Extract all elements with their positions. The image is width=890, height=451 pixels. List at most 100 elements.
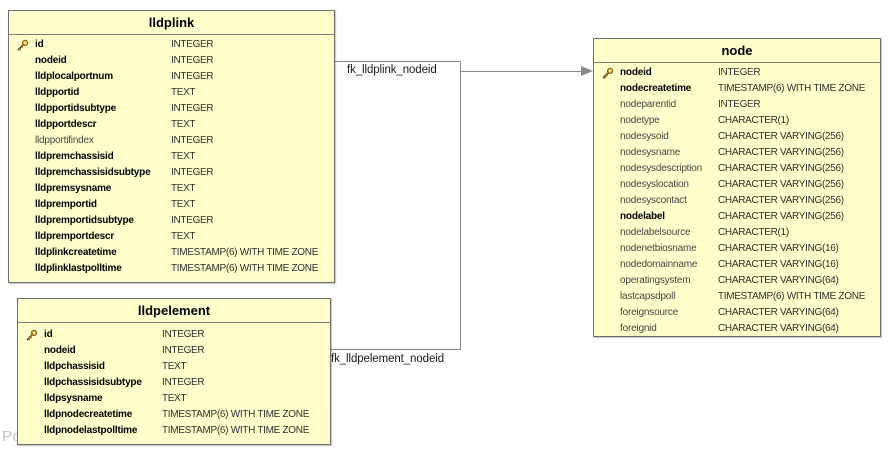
- column-type: TEXT: [162, 361, 187, 372]
- column-type: INTEGER: [171, 71, 214, 82]
- column-name: nodesyslocation: [620, 179, 689, 190]
- primary-key-icon: [25, 391, 44, 407]
- primary-key-icon: [16, 261, 35, 277]
- table-node[interactable]: node nodeid: [593, 38, 881, 337]
- column-name: lldpsysname: [44, 393, 103, 404]
- watermark-text: Po: [2, 428, 22, 445]
- column-type: CHARACTER VARYING(256): [718, 147, 844, 158]
- primary-key-icon: [16, 101, 35, 117]
- table-row: nodedomainname CHARACTER VARYING(16): [594, 257, 880, 273]
- fk-arrow-line-to-node: [461, 71, 583, 72]
- table-title: node: [594, 39, 880, 63]
- primary-key-icon: [601, 209, 620, 225]
- column-name: lldpportdescr: [35, 119, 97, 130]
- column-type: CHARACTER VARYING(256): [718, 131, 844, 142]
- primary-key-icon: [16, 37, 35, 53]
- column-name: nodecreatetime: [620, 83, 692, 94]
- table-row: id INTEGER: [9, 37, 334, 53]
- column-type: TIMESTAMP(6) WITH TIME ZONE: [718, 83, 866, 94]
- column-type: TEXT: [162, 393, 187, 404]
- column-type: CHARACTER VARYING(16): [718, 259, 839, 270]
- primary-key-icon: [601, 257, 620, 273]
- table-row: lldpremportid TEXT: [9, 197, 334, 213]
- table-lldpelement[interactable]: lldpelement id: [17, 298, 331, 445]
- primary-key-icon: [601, 273, 620, 289]
- column-type: TEXT: [171, 231, 196, 242]
- table-row: nodesysoid CHARACTER VARYING(256): [594, 129, 880, 145]
- primary-key-icon: [25, 343, 44, 359]
- column-type: INTEGER: [171, 135, 214, 146]
- column-name: id: [35, 39, 44, 50]
- table-row: nodecreatetime TIMESTAMP(6) WITH TIME ZO…: [594, 81, 880, 97]
- column-name: nodeid: [35, 55, 67, 66]
- arrowhead-icon: [581, 66, 593, 76]
- table-row: lldpportifindex INTEGER: [9, 133, 334, 149]
- column-name: nodelabel: [620, 211, 665, 222]
- table-lldplink[interactable]: lldplink id: [8, 10, 335, 283]
- column-type: TEXT: [171, 151, 196, 162]
- table-row: nodenetbiosname CHARACTER VARYING(16): [594, 241, 880, 257]
- column-name: nodeid: [44, 345, 76, 356]
- primary-key-icon: [601, 177, 620, 193]
- column-type: CHARACTER VARYING(16): [718, 243, 839, 254]
- table-row: id INTEGER: [18, 327, 330, 343]
- column-name: lldpremportdescr: [35, 231, 115, 242]
- table-row: lldplinkcreatetime TIMESTAMP(6) WITH TIM…: [9, 245, 334, 261]
- column-type: CHARACTER VARYING(256): [718, 179, 844, 190]
- primary-key-icon: [601, 305, 620, 321]
- column-name: lldpportidsubtype: [35, 103, 117, 114]
- table-rows: id INTEGER: [9, 35, 334, 277]
- table-row: lldplinklastpolltime TIMESTAMP(6) WITH T…: [9, 261, 334, 277]
- column-type: INTEGER: [171, 39, 214, 50]
- primary-key-icon: [25, 359, 44, 375]
- table-title: lldplink: [9, 11, 334, 35]
- column-type: CHARACTER VARYING(64): [718, 307, 839, 318]
- primary-key-icon: [25, 375, 44, 391]
- primary-key-icon: [601, 225, 620, 241]
- table-row: nodelabelsource CHARACTER(1): [594, 225, 880, 241]
- primary-key-icon: [25, 423, 44, 439]
- table-row: nodesysdescription CHARACTER VARYING(256…: [594, 161, 880, 177]
- column-name: nodesyscontact: [620, 195, 687, 206]
- table-row: foreignid CHARACTER VARYING(64): [594, 321, 880, 337]
- table-row: lldpsysname TEXT: [18, 391, 330, 407]
- table-row: lastcapsdpoll TIMESTAMP(6) WITH TIME ZON…: [594, 289, 880, 305]
- table-rows: nodeid INTEGER: [594, 63, 880, 337]
- column-type: TEXT: [171, 199, 196, 210]
- column-name: foreignid: [620, 323, 657, 334]
- primary-key-icon: [16, 245, 35, 261]
- column-name: lldpchassisidsubtype: [44, 377, 142, 388]
- column-type: TEXT: [171, 183, 196, 194]
- table-row: lldpportidsubtype INTEGER: [9, 101, 334, 117]
- fk-label-lldpelement-nodeid: fk_lldpelement_nodeid: [331, 353, 444, 365]
- column-type: CHARACTER(1): [718, 227, 789, 238]
- column-type: INTEGER: [171, 215, 214, 226]
- column-name: nodetype: [620, 115, 660, 126]
- table-row: lldpportid TEXT: [9, 85, 334, 101]
- column-name: lldpportifindex: [35, 135, 94, 146]
- column-type: CHARACTER VARYING(256): [718, 211, 844, 222]
- fk-label-lldplink-nodeid: fk_lldplink_nodeid: [347, 64, 437, 76]
- table-row: nodeid INTEGER: [9, 53, 334, 69]
- primary-key-icon: [601, 193, 620, 209]
- table-row: lldpnodelastpolltime TIMESTAMP(6) WITH T…: [18, 423, 330, 439]
- primary-key-icon: [25, 407, 44, 423]
- column-name: nodenetbiosname: [620, 243, 697, 254]
- table-row: operatingsystem CHARACTER VARYING(64): [594, 273, 880, 289]
- column-type: INTEGER: [171, 103, 214, 114]
- primary-key-icon: [601, 241, 620, 257]
- column-name: nodeparentid: [620, 99, 676, 110]
- table-row: nodelabel CHARACTER VARYING(256): [594, 209, 880, 225]
- primary-key-icon: [601, 113, 620, 129]
- primary-key-icon: [16, 149, 35, 165]
- column-type: TIMESTAMP(6) WITH TIME ZONE: [718, 291, 866, 302]
- column-name: lastcapsdpoll: [620, 291, 676, 302]
- primary-key-icon: [16, 213, 35, 229]
- column-name: lldpremsysname: [35, 183, 112, 194]
- table-row: lldpremsysname TEXT: [9, 181, 334, 197]
- table-row: lldpremportdescr TEXT: [9, 229, 334, 245]
- table-row: nodesyslocation CHARACTER VARYING(256): [594, 177, 880, 193]
- column-type: INTEGER: [162, 377, 205, 388]
- column-name: lldpportid: [35, 87, 80, 98]
